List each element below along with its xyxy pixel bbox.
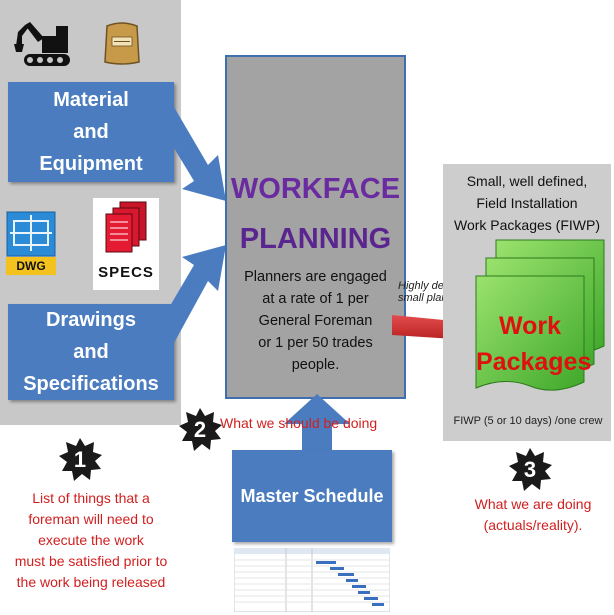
work-packages-stack [475,239,605,391]
up-arrow [284,394,350,452]
excavator-icon [14,22,70,66]
step-1-text: List of things that a foreman will need … [14,490,168,590]
step-3-text: What we are doing (actuals/reality). [474,496,592,533]
drawings-specifications-box: Drawings and Specifications [8,304,174,400]
step-3-number: 3 [523,457,537,482]
planning-description: Planners are engaged at a rate of 1 per … [244,269,387,373]
packages-label: Packages [476,348,592,376]
material-equipment-box: Material and Equipment [8,82,174,182]
step-3-badge: 3 [508,448,552,492]
workface-planning-box: WORKFACE PLANNING Planners are engaged a… [225,55,406,399]
input-arrows [160,107,226,343]
specs-label: SPECS [98,264,154,281]
step-2-text: What we should be doing [220,415,378,431]
material-bag-icon [104,22,140,65]
step-1-number: 1 [73,447,87,472]
master-schedule-label: Master Schedule [240,486,384,506]
master-schedule-box: Master Schedule [232,450,392,542]
work-packages-label: Work Packages [476,308,592,380]
drawings-specifications-label: Drawings and Specifications [23,309,159,395]
step-2-number: 2 [193,417,207,442]
work-label: Work [498,312,562,340]
planning-title: PLANNING [239,223,392,255]
step-1-badge: 1 [58,438,102,482]
specs-file-icon: SPECS [93,198,159,290]
dwg-file-icon: DWG [6,211,56,275]
dwg-label: DWG [6,257,56,275]
material-equipment-label: Material and Equipment [39,89,143,175]
fiwp-header: Small, well defined, Field Installation … [454,173,600,233]
fiwp-footer: FIWP (5 or 10 days) /one crew [453,415,603,427]
workface-title: WORKFACE [230,173,401,205]
step-2-badge: 2 [178,408,222,452]
gantt-chart-thumbnail [234,548,390,612]
